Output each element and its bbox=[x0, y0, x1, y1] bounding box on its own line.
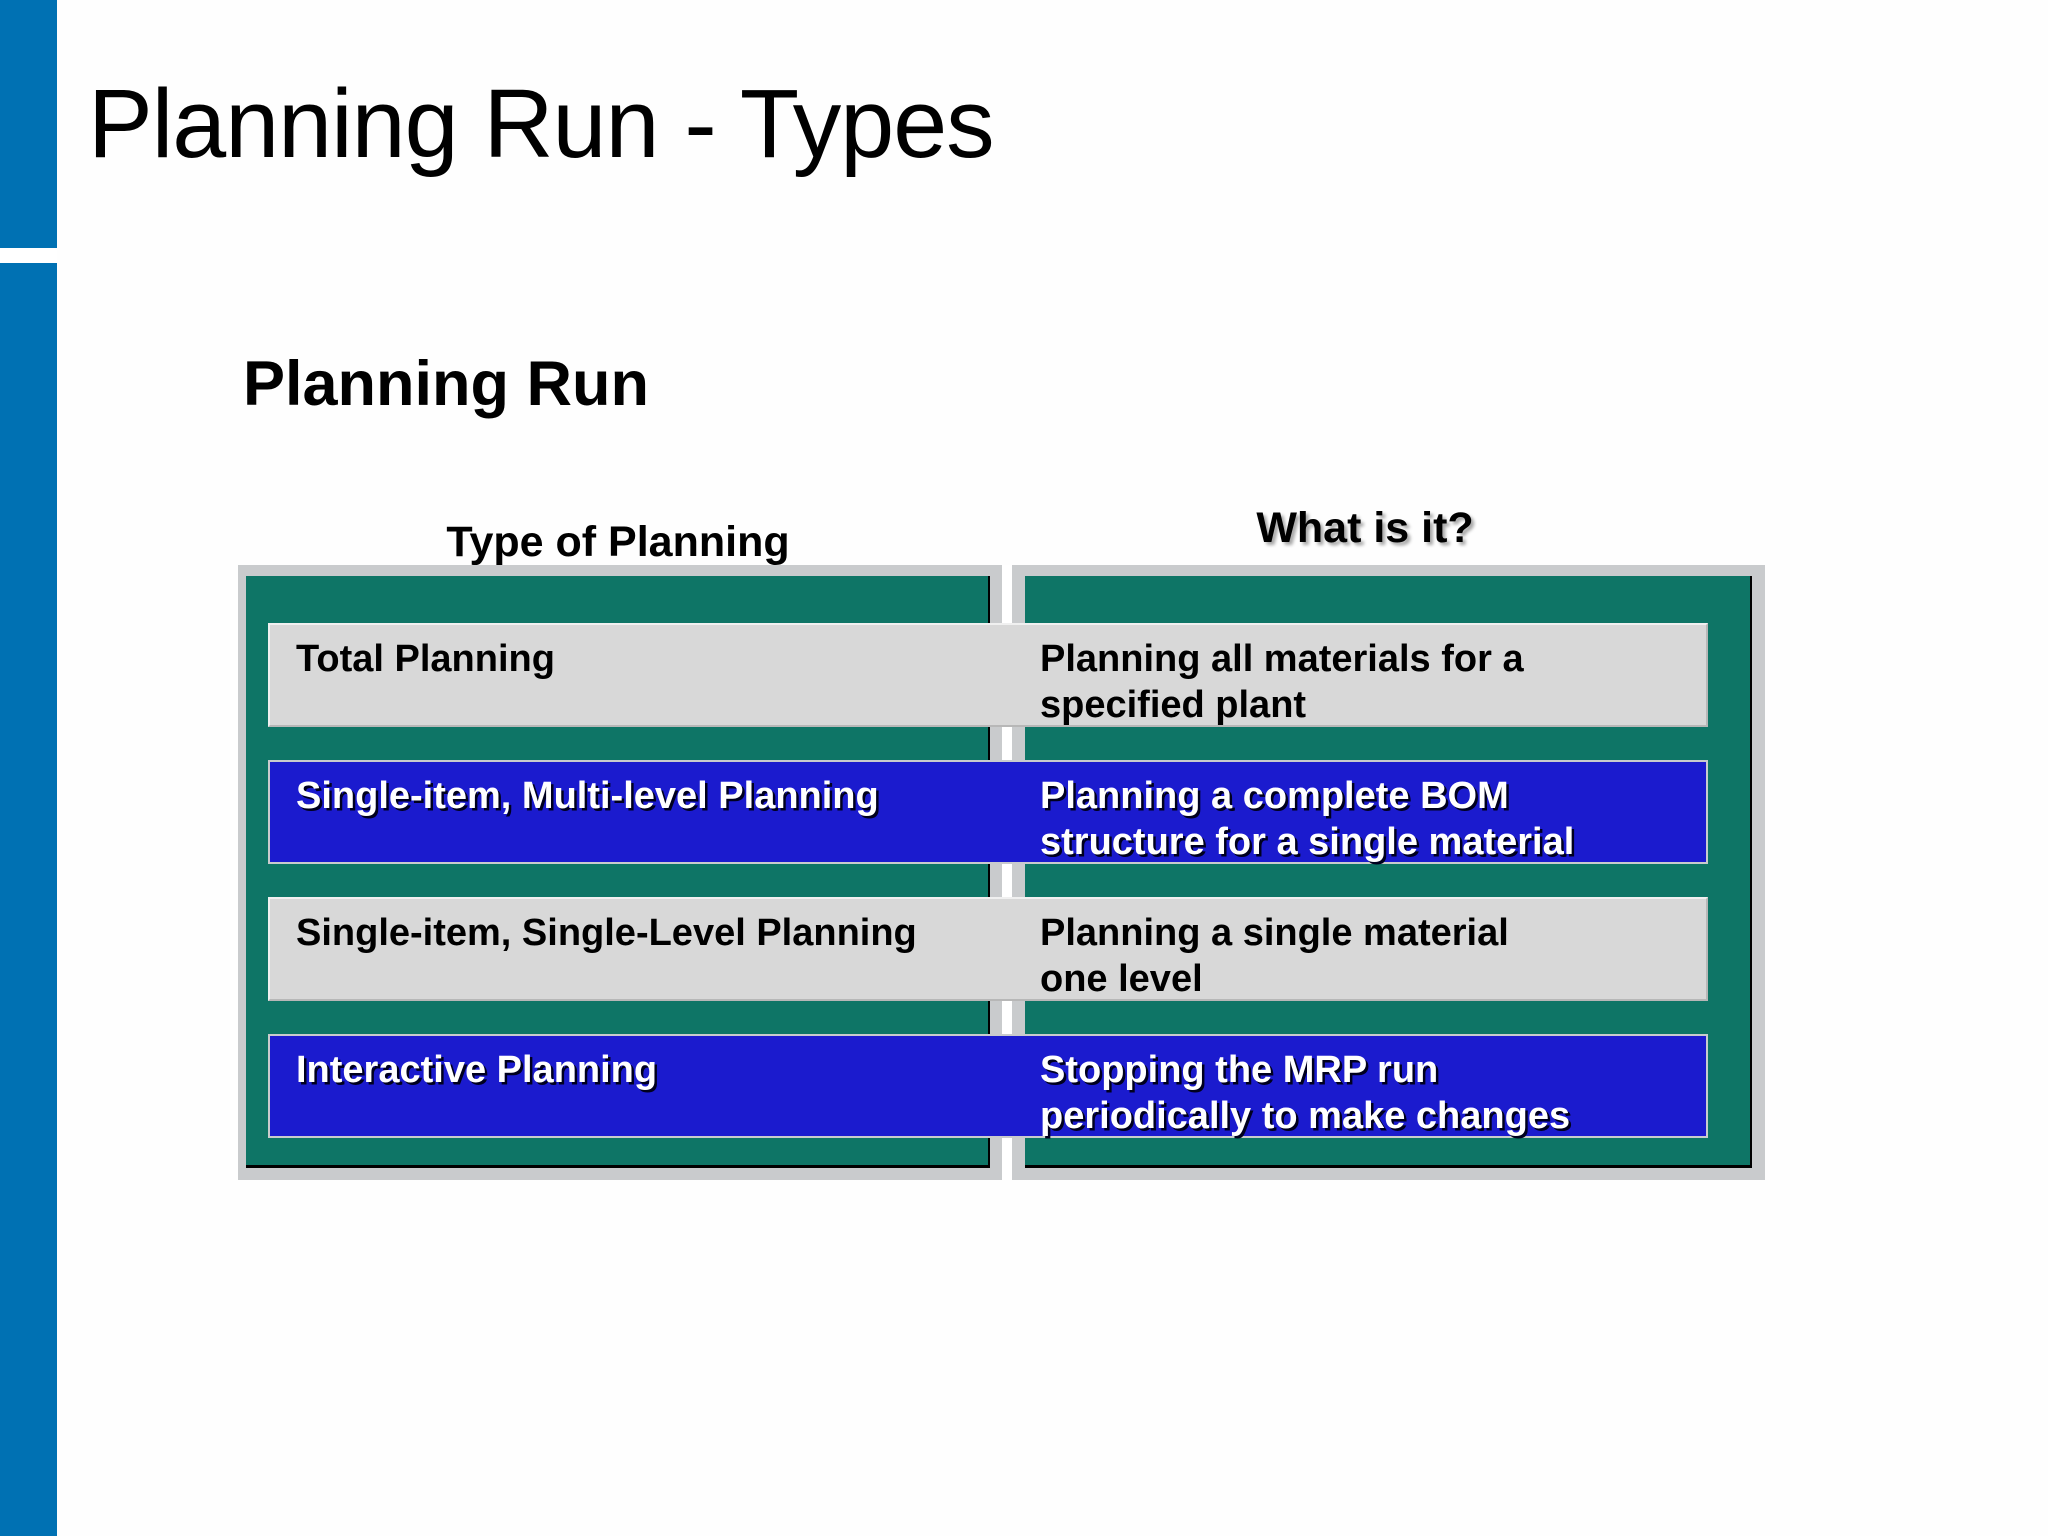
row-desc-line: specified plant bbox=[1040, 683, 1307, 726]
row-desc-cell: Planning a single material one level bbox=[1010, 899, 1706, 1000]
row-desc-line: one level bbox=[1040, 957, 1203, 1000]
row-desc-line: Planning a complete BOM bbox=[1040, 775, 1509, 817]
row-desc-line: periodically to make changes bbox=[1040, 1094, 1571, 1137]
row-desc-line: structure for a single material bbox=[1040, 820, 1575, 863]
row-type-cell: Single-item, Single-Level Planning bbox=[296, 912, 917, 954]
table-row: Single-item, Multi-level Planning Planni… bbox=[268, 760, 1708, 864]
left-accent-bar-gap bbox=[0, 248, 57, 263]
left-accent-bar bbox=[0, 0, 57, 1536]
section-heading: Planning Run bbox=[243, 349, 649, 419]
table-row: Total Planning Planning all materials fo… bbox=[268, 623, 1708, 727]
row-desc-cell: Planning all materials for a specified p… bbox=[1010, 625, 1706, 726]
row-desc-cell: Planning a complete BOM structure for a … bbox=[1010, 762, 1706, 863]
panel-gap-stripe bbox=[1002, 565, 1012, 1180]
row-type-cell: Total Planning bbox=[296, 638, 555, 680]
slide-title: Planning Run - Types bbox=[88, 69, 995, 178]
row-desc-line: Stopping the MRP run bbox=[1040, 1049, 1439, 1091]
row-desc-line: Planning all materials for a bbox=[1040, 638, 1524, 680]
table-row: Interactive Planning Stopping the MRP ru… bbox=[268, 1034, 1708, 1138]
column-header-type-of-planning: Type of Planning bbox=[446, 518, 790, 566]
row-type-cell: Interactive Planning bbox=[296, 1049, 658, 1091]
row-desc-line: Planning a single material bbox=[1040, 912, 1509, 954]
column-header-what-is-it: What is it? bbox=[1256, 504, 1474, 552]
table-row: Single-item, Single-Level Planning Plann… bbox=[268, 897, 1708, 1001]
row-desc-cell: Stopping the MRP run periodically to mak… bbox=[1010, 1036, 1706, 1137]
planning-table: Total Planning Planning all materials fo… bbox=[238, 565, 1765, 1180]
row-type-cell: Single-item, Multi-level Planning bbox=[296, 775, 879, 817]
